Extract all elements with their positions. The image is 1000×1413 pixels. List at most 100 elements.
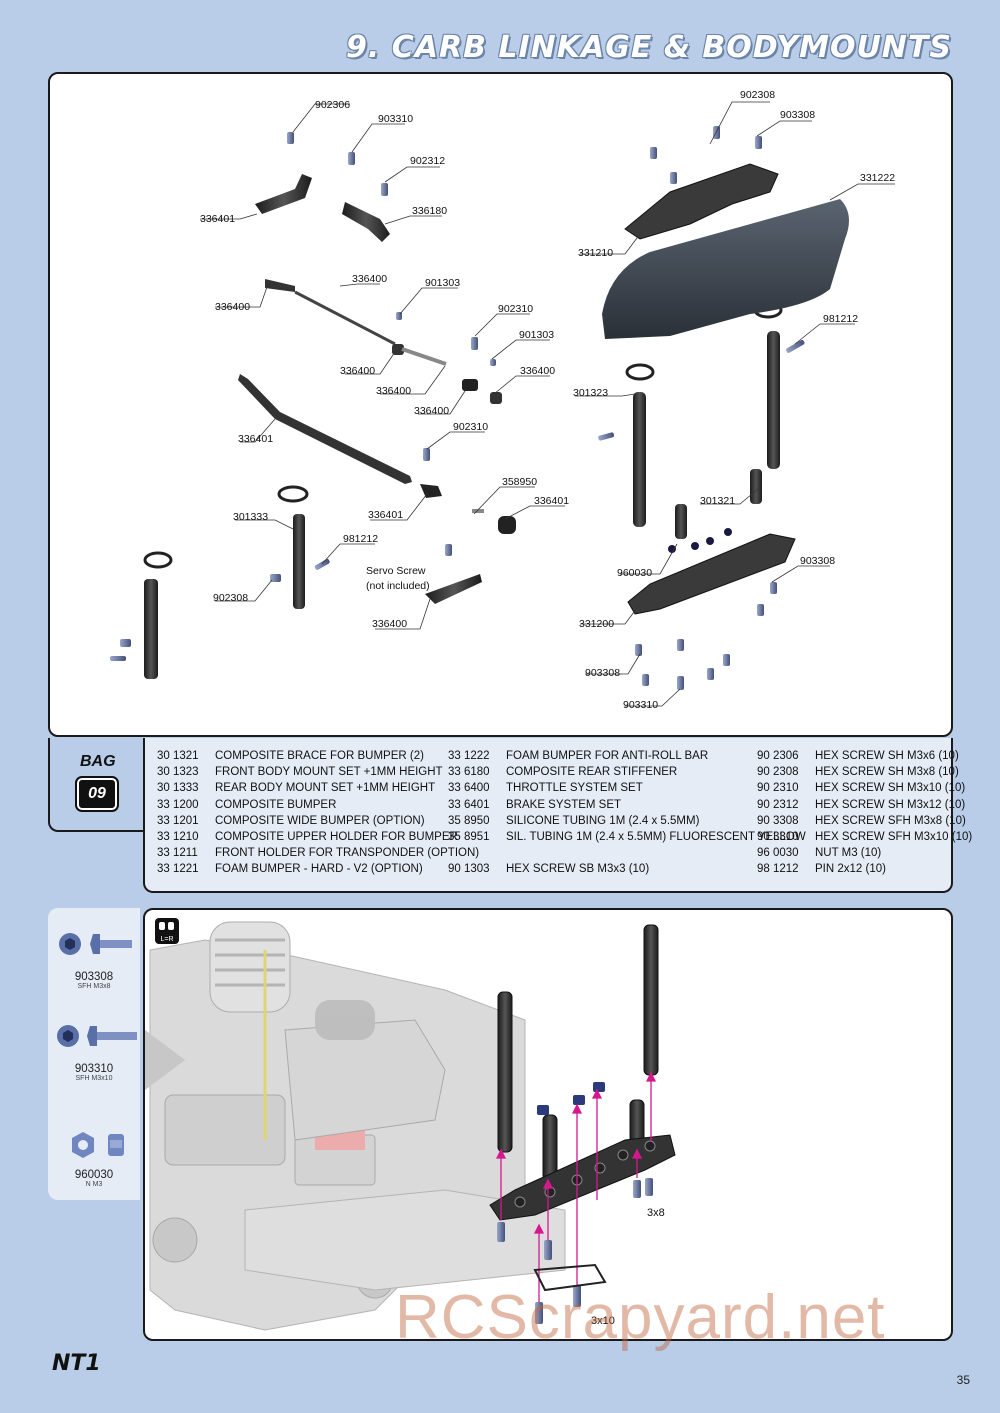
callout-902308: 902308 <box>740 89 775 101</box>
callout-903308: 903308 <box>585 667 620 679</box>
callout-336401: 336401 <box>200 213 235 225</box>
part-description: PIN 2x12 (10) <box>815 863 886 876</box>
bumper-parts <box>602 163 849 615</box>
part-number: 35 8951 <box>448 830 490 843</box>
part-row: 90 2312 HEX SCREW SH M3x12 (10) <box>757 799 972 815</box>
callout-301321: 301321 <box>700 495 735 507</box>
callout-336400: 336400 <box>352 273 387 285</box>
part-description: COMPOSITE BUMPER <box>215 798 337 811</box>
part-description: FOAM BUMPER FOR ANTI-ROLL BAR <box>506 750 709 762</box>
assembly-arrows <box>495 1071 657 1302</box>
bag-tab: BAG 09 <box>48 738 145 832</box>
part-row: 33 1210 COMPOSITE UPPER HOLDER FOR BUMPER <box>157 831 479 847</box>
watermark: RCScrapyard.net <box>395 1283 886 1352</box>
part-description: COMPOSITE UPPER HOLDER FOR BUMPER <box>215 830 458 843</box>
part-number: 33 1222 <box>448 750 490 762</box>
qty-label-3x10: 3x10 <box>591 1315 615 1327</box>
part-number: 90 3310 <box>757 830 799 843</box>
page-title: 9. CARB LINKAGE & BODYMOUNTS <box>346 30 952 65</box>
callout-331222: 331222 <box>860 172 895 184</box>
callout-labels: 902306 903310 902312 336401 336180 33640… <box>200 89 895 711</box>
part-description: COMPOSITE REAR STIFFENER <box>506 766 678 779</box>
callout-960030: 960030 <box>617 567 652 579</box>
part-row <box>448 847 806 863</box>
page-number: 35 <box>956 1373 970 1387</box>
part-row: 90 3310 HEX SCREW SFH M3x10 (10) <box>757 831 972 847</box>
part-description: BRAKE SYSTEM SET <box>506 798 622 811</box>
servo-screw-note: Servo Screw <box>366 565 426 577</box>
callout-336401: 336401 <box>238 433 273 445</box>
nut-icon <box>72 1132 124 1158</box>
callout-903308: 903308 <box>780 109 815 121</box>
part-description: HEX SCREW SFH M3x8 (10) <box>815 814 966 827</box>
assembly-step: L=R <box>143 908 953 1341</box>
callout-902306: 902306 <box>315 99 350 111</box>
part-number <box>448 847 506 863</box>
servo-screw-note-sub: (not included) <box>366 580 430 592</box>
hardware-item: 903308 SFH M3x8 <box>48 926 140 990</box>
screw-parts <box>497 1178 653 1324</box>
part-number: 96 0030 <box>757 847 799 860</box>
callout-336400: 336400 <box>376 385 411 397</box>
part-row: 33 6180 COMPOSITE REAR STIFFENER <box>448 766 806 782</box>
hardware-code: 903308 <box>74 971 114 983</box>
hardware-sub: SFH M3x8 <box>77 983 111 990</box>
part-description: COMPOSITE BRACE FOR BUMPER (2) <box>215 750 424 762</box>
callout-336400: 336400 <box>215 301 250 313</box>
part-number: 33 6180 <box>448 766 490 779</box>
part-row: 35 8950 SILICONE TUBING 1M (2.4 x 5.5MM) <box>448 815 806 831</box>
hardware-code: 960030 <box>74 1169 114 1181</box>
lr-badge-label: L=R <box>160 936 173 943</box>
part-description: NUT M3 (10) <box>815 847 882 860</box>
part-description: SIL. TUBING 1M (2.4 x 5.5MM) FLUORESCENT… <box>506 830 806 843</box>
part-number: 90 1303 <box>448 863 490 876</box>
part-description: FOAM BUMPER - HARD - V2 (OPTION) <box>215 863 423 876</box>
callout-902312: 902312 <box>410 155 445 167</box>
exploded-diagram: 902306 903310 902312 336401 336180 33640… <box>48 72 953 737</box>
part-row: 30 1321 COMPOSITE BRACE FOR BUMPER (2) <box>157 750 479 766</box>
nut-parts <box>537 1082 605 1115</box>
parts-column-2: 33 1222 FOAM BUMPER FOR ANTI-ROLL BAR 33 6… <box>448 750 806 880</box>
callout-901303: 901303 <box>425 277 460 289</box>
callout-358950: 358950 <box>502 476 537 488</box>
callout-331200: 331200 <box>579 618 614 630</box>
part-number: 33 1210 <box>157 830 199 843</box>
callout-336401: 336401 <box>534 495 569 507</box>
part-description: SILICONE TUBING 1M (2.4 x 5.5MM) <box>506 814 700 827</box>
part-row: 33 1222 FOAM BUMPER FOR ANTI-ROLL BAR <box>448 750 806 766</box>
part-description: HEX SCREW SB M3x3 (10) <box>506 863 650 876</box>
callout-331210: 331210 <box>578 247 613 259</box>
part-description: HEX SCREW SH M3x12 (10) <box>815 798 966 811</box>
callout-301333: 301333 <box>233 511 268 523</box>
part-description: HEX SCREW SFH M3x10 (10) <box>815 830 973 843</box>
part-row: 90 1303 HEX SCREW SB M3x3 (10) <box>448 863 806 879</box>
part-number: 98 1212 <box>757 863 799 876</box>
part-number: 30 1333 <box>157 782 199 795</box>
part-description: FRONT BODY MOUNT SET +1MM HEIGHT <box>215 766 443 779</box>
part-row: 30 1333 REAR BODY MOUNT SET +1MM HEIGHT <box>157 782 479 798</box>
part-number: 90 2306 <box>757 750 799 762</box>
part-number: 90 2312 <box>757 798 799 811</box>
sfh-screw-icon <box>57 1025 137 1047</box>
callout-903310: 903310 <box>623 699 658 711</box>
sfh-screw-icon <box>59 933 132 955</box>
part-description: REAR BODY MOUNT SET +1MM HEIGHT <box>215 782 436 795</box>
hardware-item: 960030 N M3 <box>48 1128 140 1188</box>
part-description: COMPOSITE WIDE BUMPER (OPTION) <box>215 814 425 827</box>
part-number: 30 1321 <box>157 750 199 762</box>
qty-label-3x8: 3x8 <box>647 1207 665 1219</box>
callout-981212: 981212 <box>823 313 858 325</box>
part-number: 35 8950 <box>448 814 490 827</box>
part-number: 33 1211 <box>157 847 198 860</box>
part-description: HEX SCREW SH M3x6 (10) <box>815 750 959 762</box>
part-number: 33 1200 <box>157 798 199 811</box>
callout-336400: 336400 <box>414 405 449 417</box>
callout-leaders <box>200 101 895 707</box>
nt1-logo: NT1 <box>52 1351 101 1376</box>
